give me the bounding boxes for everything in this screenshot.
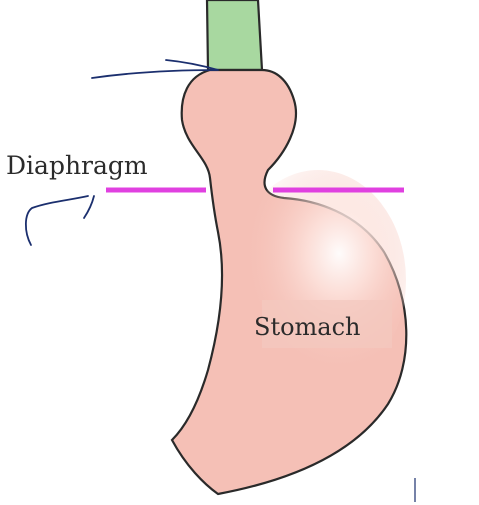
diaphragm-label: Diaphragm (6, 151, 148, 180)
stomach-label: Stomach (254, 313, 361, 341)
stomach-highlight (230, 170, 406, 390)
esophagus (205, 0, 264, 72)
pen-arrow-to-junction (91, 59, 219, 79)
pen-bracket-diaphragm (24, 195, 95, 246)
stomach-label-backdrop (262, 300, 392, 348)
